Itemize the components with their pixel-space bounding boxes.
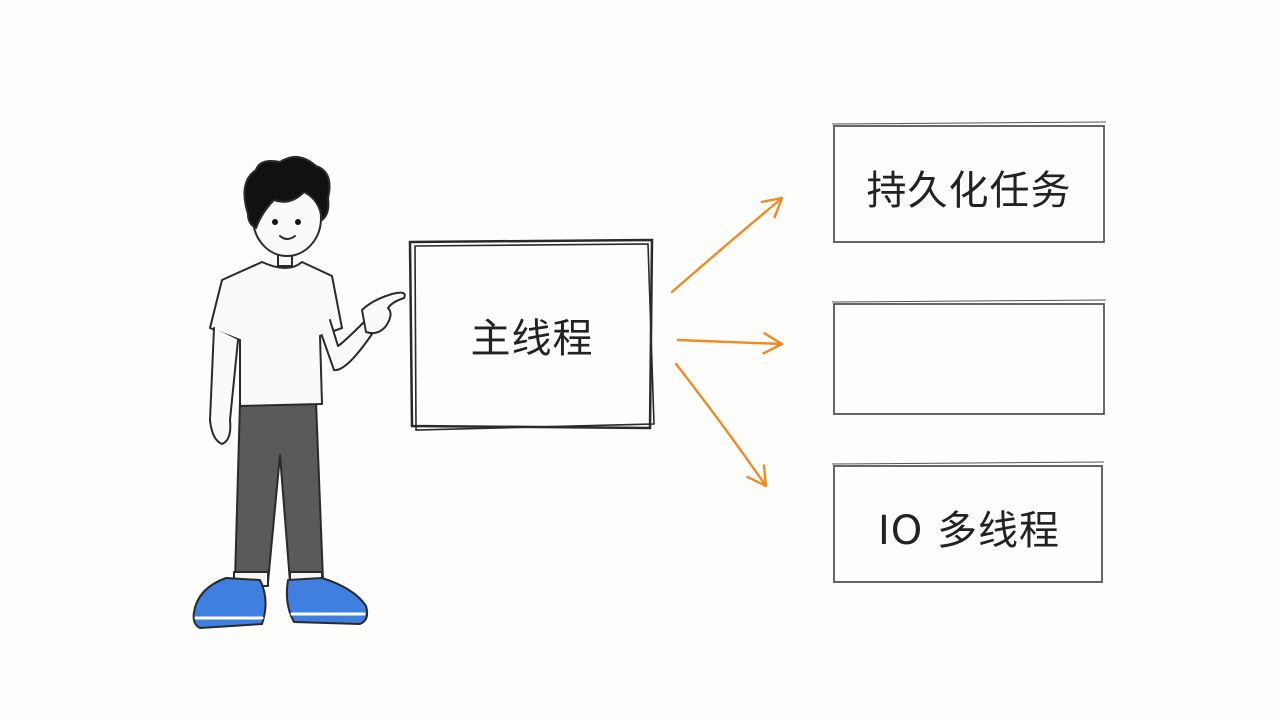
task-box-1 bbox=[831, 121, 1107, 243]
task-box-3 bbox=[831, 461, 1105, 583]
main-thread-label: 主线程 bbox=[470, 316, 594, 362]
arrow-icon-to-task-3 bbox=[674, 362, 768, 488]
task-3-label: IO 多线程 bbox=[878, 508, 1060, 554]
presenter-figure-icon bbox=[192, 155, 406, 629]
task-box-2 bbox=[831, 299, 1107, 415]
main-thread-box bbox=[408, 238, 655, 431]
arrow-icon-to-task-2 bbox=[676, 332, 784, 355]
task-1-label: 持久化任务 bbox=[866, 168, 1072, 214]
arrow-icon-to-task-1 bbox=[670, 196, 784, 294]
